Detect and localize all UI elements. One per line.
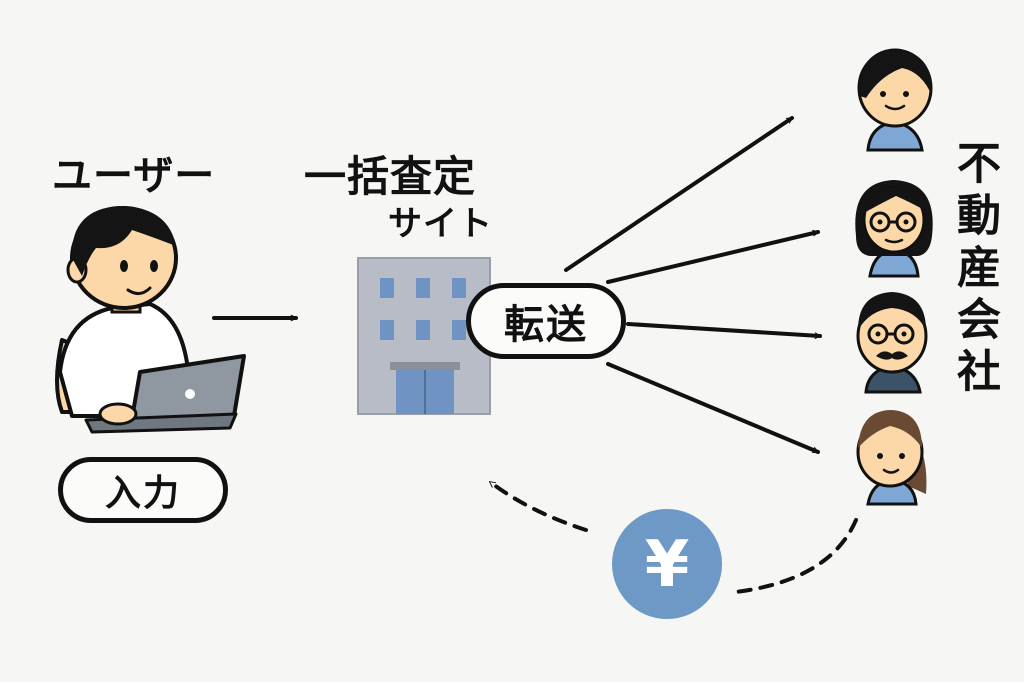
yen-coin-icon (612, 509, 722, 619)
arrow-to-company-1 (564, 116, 794, 272)
yen-symbol: ¥ (644, 528, 690, 602)
user-label: ユーザー (52, 153, 216, 199)
dashed-arrow-fee-to-site (488, 480, 588, 532)
company-person-1 (857, 48, 933, 152)
real-estate-companies-label: 不動産会社 (949, 140, 1000, 400)
building-icon (357, 257, 491, 415)
site-label-line2: サイト (388, 204, 493, 244)
transfer-badge: 転送 (466, 283, 626, 359)
arrow-to-company-2 (606, 229, 820, 284)
arrow-to-company-4 (606, 362, 820, 454)
dashed-line-company-to-fee (734, 518, 858, 594)
user-illustration (55, 206, 246, 434)
input-badge: 入力 (58, 457, 228, 523)
arrow-to-company-3 (626, 322, 822, 339)
company-person-4 (856, 410, 927, 506)
laptop-logo-icon (185, 389, 195, 399)
company-person-3 (856, 292, 928, 394)
company-person-2 (855, 180, 933, 278)
site-label-line1: 一括査定 (304, 152, 477, 201)
